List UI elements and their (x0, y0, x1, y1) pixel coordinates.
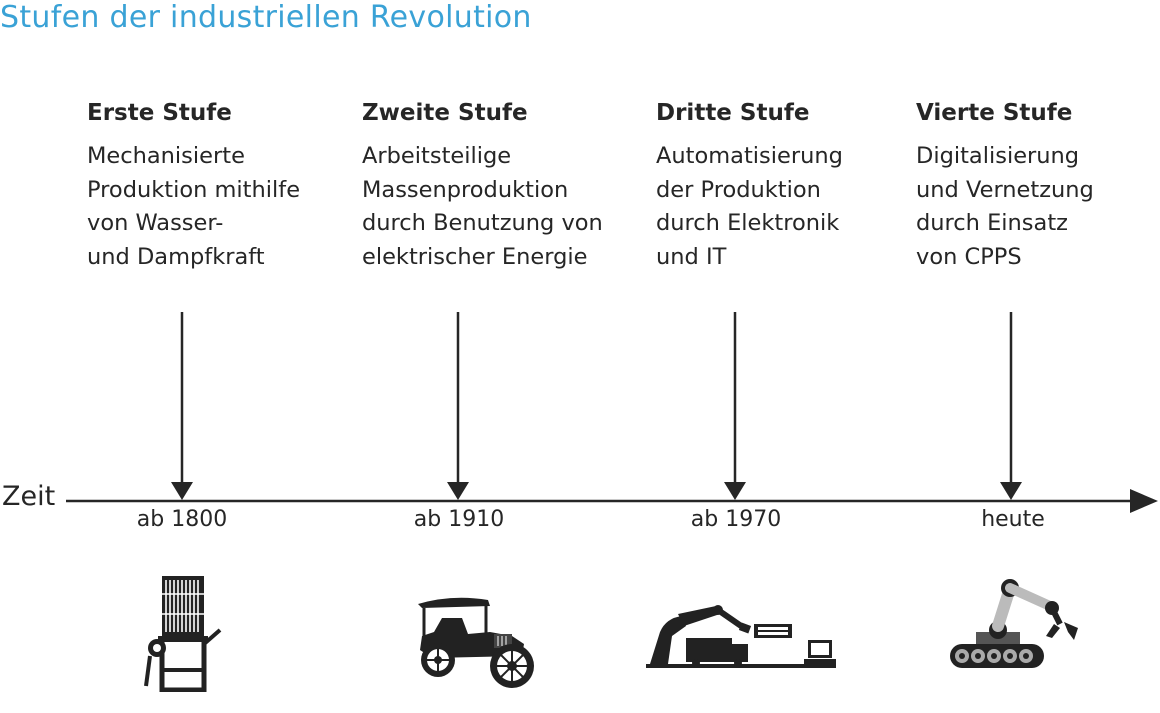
stage-description-line: Mechanisierte (87, 143, 245, 169)
year-label: ab 1800 (136, 507, 228, 532)
stage-description-line: und Vernetzung (916, 176, 1094, 203)
stage-description: Automatisierung der Produktion durch Ele… (656, 140, 843, 274)
year-label: heute (981, 507, 1045, 532)
robot-arm-icon (950, 579, 1078, 668)
year-label: ab 1970 (690, 507, 782, 532)
stage-3: Dritte Stufe Automatisierung der Produkt… (656, 100, 843, 274)
industrial-robot-icon (646, 605, 836, 668)
stage-3-arrowhead (724, 482, 746, 500)
stage-description-line: der Produktion (656, 176, 821, 203)
stage-description-line: Produktion mithilfe (87, 176, 301, 203)
stage-description-line: und IT (656, 243, 727, 270)
stage-description: Digitalisierung und Vernetzung durch Ein… (916, 140, 1094, 274)
stage-2: Zweite Stufe Arbeitsteilige Massenproduk… (362, 100, 603, 274)
stage-2-arrowhead (447, 482, 469, 500)
time-axis-label: Zeit (2, 481, 56, 512)
stage-description: Arbeitsteilige Massenproduktion durch Be… (362, 140, 603, 274)
year-label: ab 1910 (413, 507, 505, 532)
stage-4-arrowhead (1000, 482, 1022, 500)
stage-4: Vierte Stufe Digitalisierung und Vernetz… (916, 100, 1094, 274)
time-axis-arrowhead (1130, 489, 1158, 513)
stage-1-arrowhead (171, 482, 193, 500)
stage-description-line: Arbeitsteilige (362, 143, 512, 169)
stage-description-line: durch Einsatz (916, 210, 1068, 236)
stage-description-line: durch Elektronik (656, 210, 840, 236)
stage-heading: Dritte Stufe (656, 100, 810, 126)
stage-heading: Zweite Stufe (362, 100, 528, 126)
page-title: Stufen der industriellen Revolution (0, 0, 532, 35)
stage-description-line: Massenproduktion (362, 176, 569, 203)
stage-description-line: und Dampfkraft (87, 243, 265, 270)
vintage-car-icon (418, 597, 534, 688)
stage-description-line: Automatisierung (656, 143, 843, 169)
stage-heading: Erste Stufe (87, 100, 232, 126)
stage-heading: Vierte Stufe (916, 100, 1073, 126)
stage-description-line: durch Benutzung von (362, 210, 603, 236)
loom-icon (144, 576, 222, 692)
stage-description-line: Digitalisierung (916, 143, 1080, 169)
stage-1: Erste Stufe Mechanisierte Produktion mit… (87, 100, 300, 274)
stage-description-line: von CPPS (916, 243, 1022, 270)
stage-description-line: von Wasser- (87, 210, 224, 236)
stage-description-line: elektrischer Energie (362, 243, 588, 270)
stage-description: Mechanisierte Produktion mithilfe von Wa… (87, 140, 300, 274)
